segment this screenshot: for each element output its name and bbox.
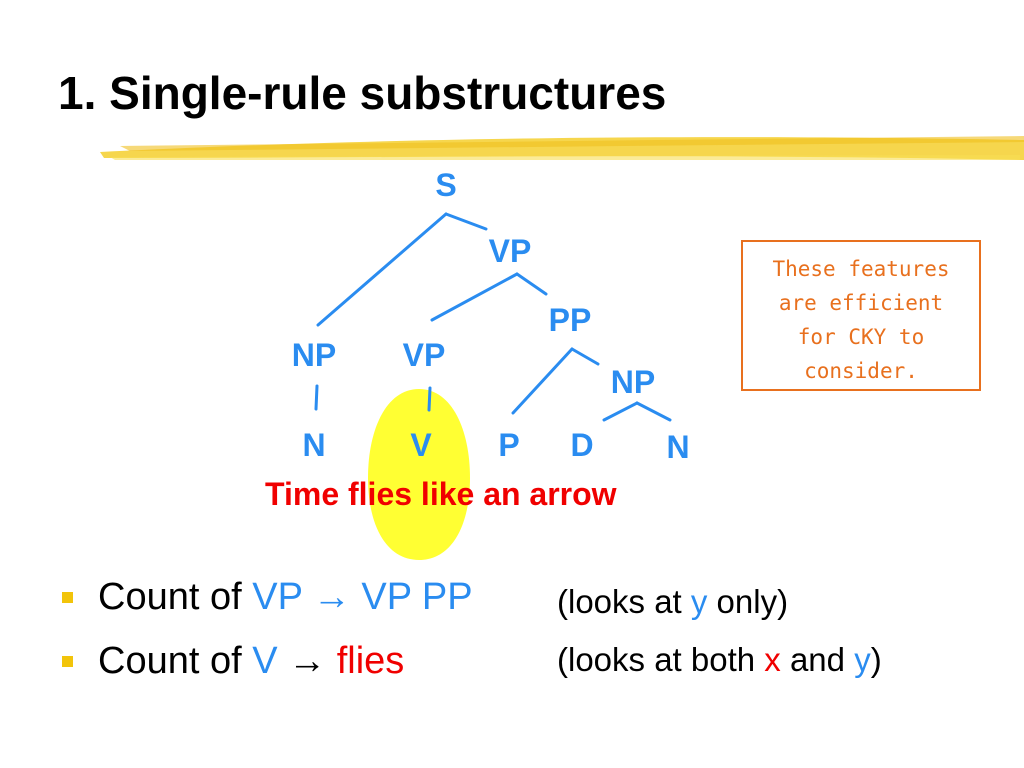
note-close: only) (707, 583, 789, 620)
node-d: D (570, 427, 593, 463)
edge-vp-vp (430, 272, 519, 322)
sentence-word-flies: flies (348, 476, 421, 512)
note-close: ) (870, 641, 882, 678)
arrow-right-icon: → (288, 640, 327, 682)
edge-s-np (316, 212, 448, 327)
arrow-right-icon: → (312, 576, 351, 618)
callout-line-3: for CKY to (797, 325, 925, 349)
edge-pp-p (511, 347, 574, 415)
note-var-x: x (764, 641, 781, 678)
rule-rhs: VP PP (361, 576, 473, 618)
edge-np-d (602, 401, 639, 422)
node-np-right: NP (611, 364, 655, 400)
bullet-prefix: Count of (98, 576, 253, 618)
edge-vp-v (427, 386, 432, 412)
node-n-left: N (302, 427, 325, 463)
bullet-prefix: Count of (98, 640, 253, 682)
edge-np-n-right (635, 401, 672, 422)
node-v: V (410, 427, 432, 463)
rule-lhs: V (252, 640, 278, 682)
note-var-y: y (690, 583, 708, 620)
bullet-text-2: Count of V → flies (98, 640, 404, 683)
note-2: (looks at both x and y) (557, 641, 882, 679)
node-n-right: N (666, 429, 689, 465)
bullet-square-icon (62, 592, 73, 603)
note-1: (looks at y only) (557, 583, 788, 621)
bullet-text-1: Count of VP → VP PP (98, 576, 473, 619)
yellow-oval-highlight (368, 389, 470, 560)
sentence-rest: like an arrow (421, 476, 617, 512)
node-np-left: NP (292, 337, 336, 373)
edge-vp-pp (515, 272, 548, 296)
edge-s-vp (444, 212, 488, 231)
bullet-square-icon (62, 656, 73, 667)
edge-pp-np (570, 347, 600, 366)
note-open: (looks at (557, 583, 691, 620)
edge-np-n (314, 384, 319, 411)
callout-line-2: are efficient (778, 291, 944, 315)
slide-title: 1. Single-rule substructures (58, 67, 667, 119)
title-underline-highlight (100, 136, 1024, 160)
note-var-y: y (854, 641, 871, 678)
rule-lhs: VP (252, 576, 303, 618)
node-vp-top: VP (489, 233, 532, 269)
sentence: Time flies like an arrow (265, 476, 617, 512)
note-open: (looks at both (557, 641, 765, 678)
callout-line-1: These features (772, 257, 950, 281)
rule-rhs: flies (336, 640, 405, 682)
note-mid: and (780, 641, 855, 678)
node-vp-mid: VP (403, 337, 446, 373)
callout-line-4: consider. (804, 359, 918, 383)
node-s: S (435, 167, 456, 203)
node-pp: PP (549, 302, 592, 338)
node-p: P (498, 427, 519, 463)
callout-box: These features are efficient for CKY to … (741, 240, 981, 391)
sentence-word-time: Time (265, 476, 348, 512)
